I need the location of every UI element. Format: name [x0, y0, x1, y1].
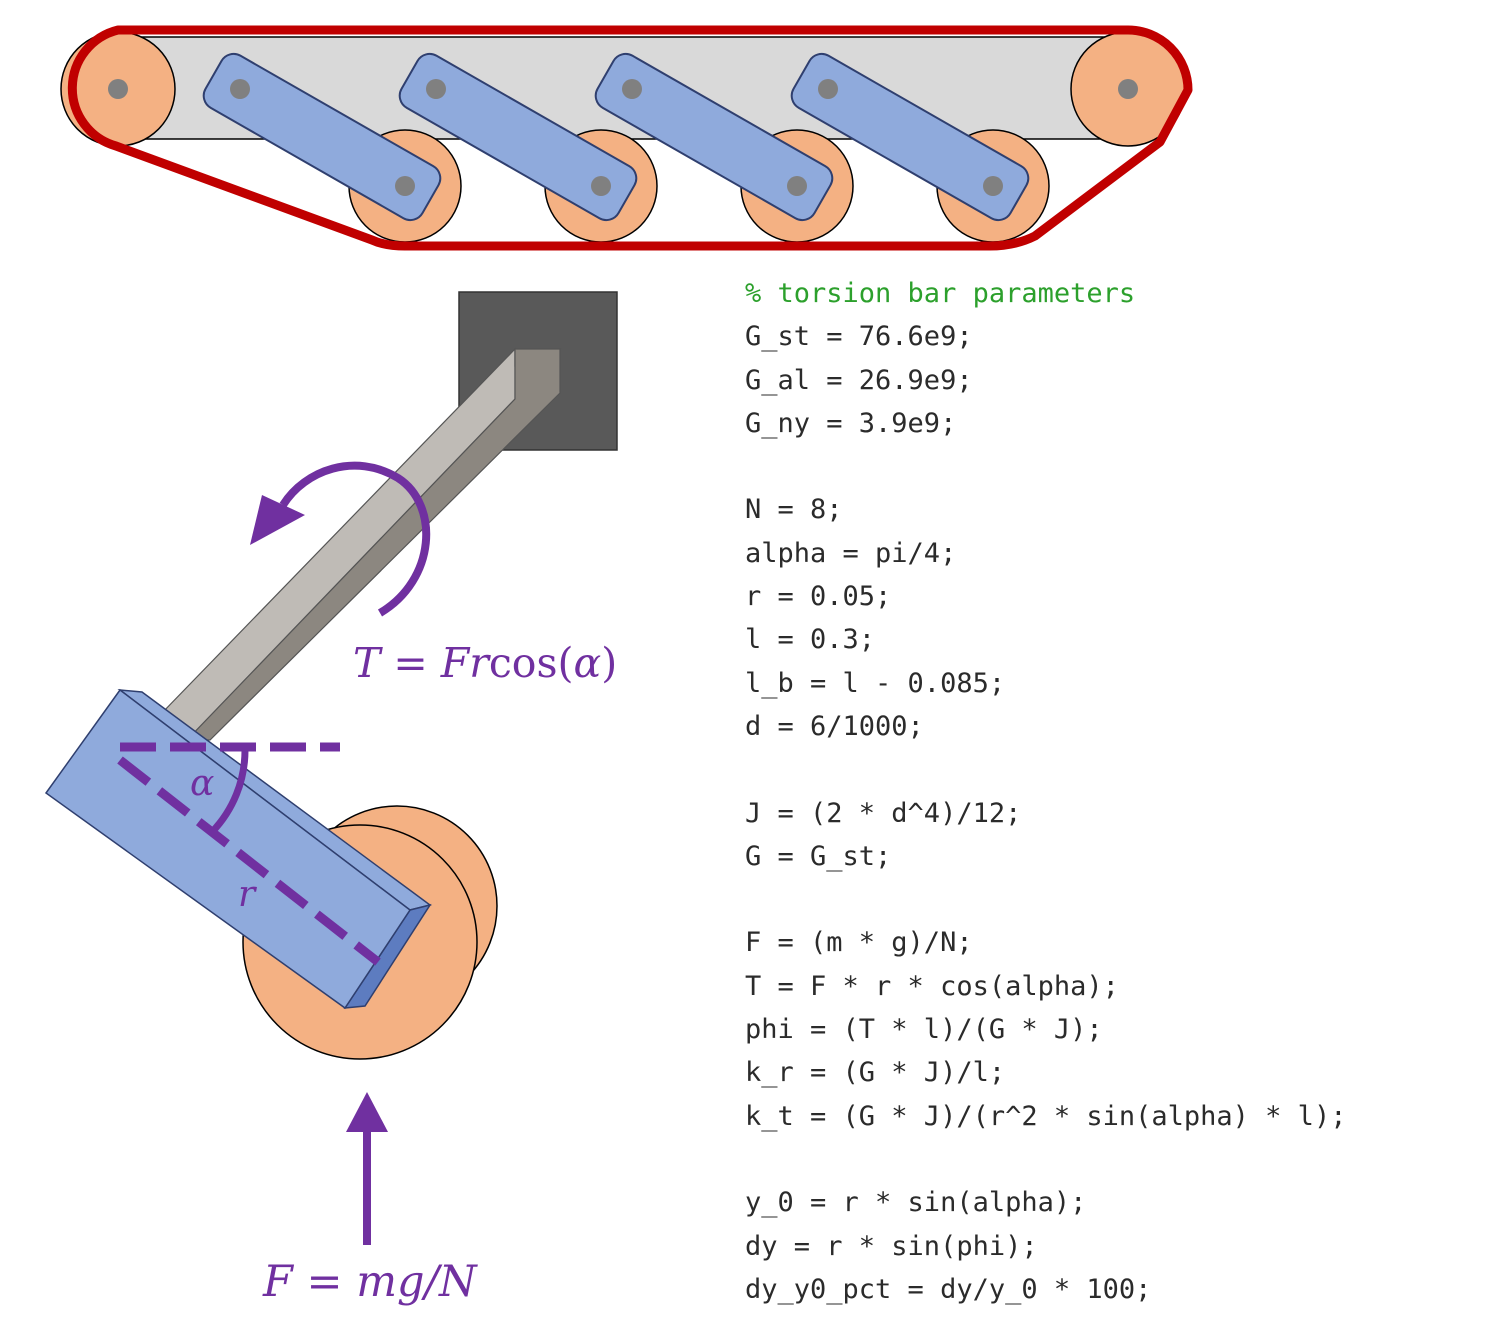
- arm-pivot: [818, 79, 838, 99]
- arm-pivot: [622, 79, 642, 99]
- alpha-label: α: [190, 763, 214, 804]
- code-line: y_0 = r * sin(alpha);: [745, 1187, 1087, 1219]
- code-line: k_r = (G * J)/l;: [745, 1057, 1006, 1089]
- torque-arrow: [279, 461, 431, 617]
- code-line: G_st = 76.6e9;: [745, 321, 973, 353]
- track-belt: [67, 25, 1193, 251]
- wheel-axle: [395, 176, 415, 196]
- code-blank-line: [745, 748, 1346, 791]
- force-formula: F = mg/N: [262, 1257, 478, 1307]
- wheel-axle: [983, 176, 1003, 196]
- suspension-arm: [790, 52, 1030, 222]
- torque-formula-eq: =: [380, 639, 440, 687]
- torsion-bar-side: [185, 348, 561, 741]
- code-blank-line: [745, 1138, 1346, 1181]
- code-line: G = G_st;: [745, 840, 892, 872]
- torque-arrowhead: [250, 495, 305, 545]
- code-line: G_ny = 3.9e9;: [745, 407, 957, 439]
- code-line: G_al = 26.9e9;: [745, 364, 973, 396]
- code-line: F = (m * g)/N;: [745, 927, 973, 959]
- code-line: k_t = (G * J)/(r^2 * sin(alpha) * l);: [745, 1100, 1347, 1132]
- radius-line: [117, 756, 381, 966]
- suspension-arm: [202, 52, 442, 222]
- torque-formula: T = Frcos(α): [353, 639, 617, 687]
- torque-formula-func: cos(: [489, 639, 574, 687]
- torsion-bar-detail: T = Frcos(α) F = mg/N α r: [44, 291, 618, 1307]
- torque-formula-lhs: T: [353, 639, 383, 687]
- arm-pivot: [230, 79, 250, 99]
- r-label: r: [238, 874, 257, 915]
- idler-wheel-hub: [108, 79, 128, 99]
- force-formula-lhs: F: [262, 1257, 295, 1307]
- suspension-arm: [398, 52, 638, 222]
- suspension-arm: [594, 52, 834, 222]
- code-line: d = 6/1000;: [745, 710, 924, 742]
- code-line: l = 0.3;: [745, 624, 876, 656]
- code-line: T = F * r * cos(alpha);: [745, 970, 1119, 1002]
- wheel-axle: [787, 176, 807, 196]
- force-formula-eq: =: [293, 1257, 356, 1307]
- arm-pivot: [426, 79, 446, 99]
- code-line: J = (2 * d^4)/12;: [745, 797, 1022, 829]
- force-formula-rhs: mg/N: [356, 1257, 478, 1307]
- torque-formula-close: ): [601, 639, 617, 687]
- code-comment-line: % torsion bar parameters: [745, 278, 1136, 309]
- code-blank-line: [745, 445, 1346, 488]
- code-line: r = 0.05;: [745, 581, 892, 613]
- code-line: phi = (T * l)/(G * J);: [745, 1014, 1103, 1046]
- force-arrowhead: [346, 1092, 388, 1132]
- torque-formula-var: Fr: [440, 639, 491, 687]
- torque-formula-arg: α: [574, 639, 602, 687]
- code-blank-line: [745, 878, 1346, 921]
- code-line: alpha = pi/4;: [745, 537, 957, 569]
- wheel-axle: [591, 176, 611, 196]
- track-suspension: [60, 25, 1193, 251]
- code-line: dy = r * sin(phi);: [745, 1230, 1038, 1262]
- code-line: N = 8;: [745, 494, 843, 526]
- code-line: l_b = l - 0.085;: [745, 667, 1006, 699]
- code-line: dy_y0_pct = dy/y_0 * 100;: [745, 1273, 1152, 1305]
- alpha-arc: [209, 749, 249, 835]
- drive-wheel-hub: [1118, 79, 1138, 99]
